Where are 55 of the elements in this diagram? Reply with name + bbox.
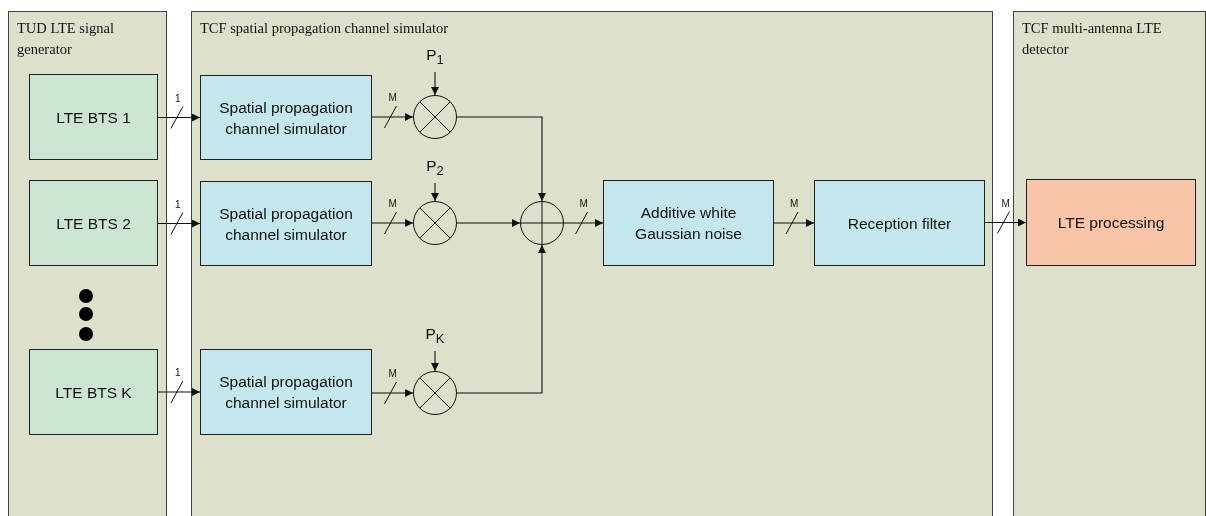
- bus-width-label: M: [388, 198, 397, 209]
- box-label: Spatial propagation channel simulator: [218, 97, 354, 139]
- box-label: LTE BTS K: [54, 382, 133, 403]
- panel-title: TUD LTE signal generator: [17, 19, 115, 59]
- box-label: Reception filter: [846, 213, 953, 234]
- panel-title: TCF multi-antenna LTE detector: [1022, 19, 1163, 59]
- bus-width-label: 1: [174, 198, 181, 210]
- power-label: P$_{K}$: [425, 325, 445, 347]
- bus-width-label: M: [790, 198, 799, 209]
- process-box: [29, 180, 158, 266]
- bus-arrow: [773, 211, 815, 235]
- process-box: [1026, 179, 1196, 266]
- bus-width-label: M: [579, 198, 588, 209]
- bus-arrow: [371, 381, 414, 405]
- arrow: [431, 71, 439, 96]
- box-label: LTE BTS 1: [55, 107, 132, 128]
- bus-width-label: M: [388, 92, 397, 103]
- bus-arrow: [157, 106, 201, 129]
- bus-width-label: M: [1001, 197, 1010, 209]
- bus-arrow: [157, 380, 201, 404]
- process-box: [200, 181, 372, 266]
- box-label: Spatial propagation channel simulator: [218, 372, 354, 413]
- bus-width-label: M: [388, 368, 397, 379]
- group-panel: [8, 11, 167, 516]
- process-box: [29, 74, 158, 160]
- bus-arrow: [371, 105, 414, 129]
- arrow: [456, 219, 521, 227]
- arrow: [431, 182, 439, 202]
- bus-arrow: [984, 211, 1027, 234]
- process-box: [200, 349, 372, 435]
- multiplier-symbol: [413, 95, 457, 139]
- bus-width-label: 1: [174, 92, 181, 104]
- box-label: Spatial propagation channel simulator: [218, 203, 354, 245]
- arrow: [456, 244, 546, 394]
- box-label: LTE processing: [1056, 213, 1166, 233]
- panel-title: TCF spatial propagation channel simulator: [200, 19, 450, 38]
- multiplier-symbol: [413, 371, 457, 415]
- summing-junction-symbol: [520, 201, 564, 245]
- bus-arrow: [563, 211, 604, 235]
- power-label: P$_{2}$: [426, 157, 444, 179]
- process-box: [200, 75, 372, 160]
- process-box: [814, 180, 985, 266]
- box-label: LTE BTS 2: [55, 213, 132, 234]
- bus-arrow: [157, 212, 201, 235]
- process-box: [29, 349, 158, 435]
- process-box: [603, 180, 774, 266]
- arrow: [431, 350, 439, 372]
- bus-width-label: 1: [174, 367, 181, 378]
- power-label: P$_{1}$: [426, 46, 444, 68]
- group-panel: [191, 11, 993, 516]
- multiplier-symbol: [413, 201, 457, 245]
- arrow: [456, 116, 546, 202]
- bus-arrow: [371, 211, 414, 235]
- box-label: Additive white Gaussian noise: [634, 203, 743, 244]
- group-panel: [1013, 11, 1206, 516]
